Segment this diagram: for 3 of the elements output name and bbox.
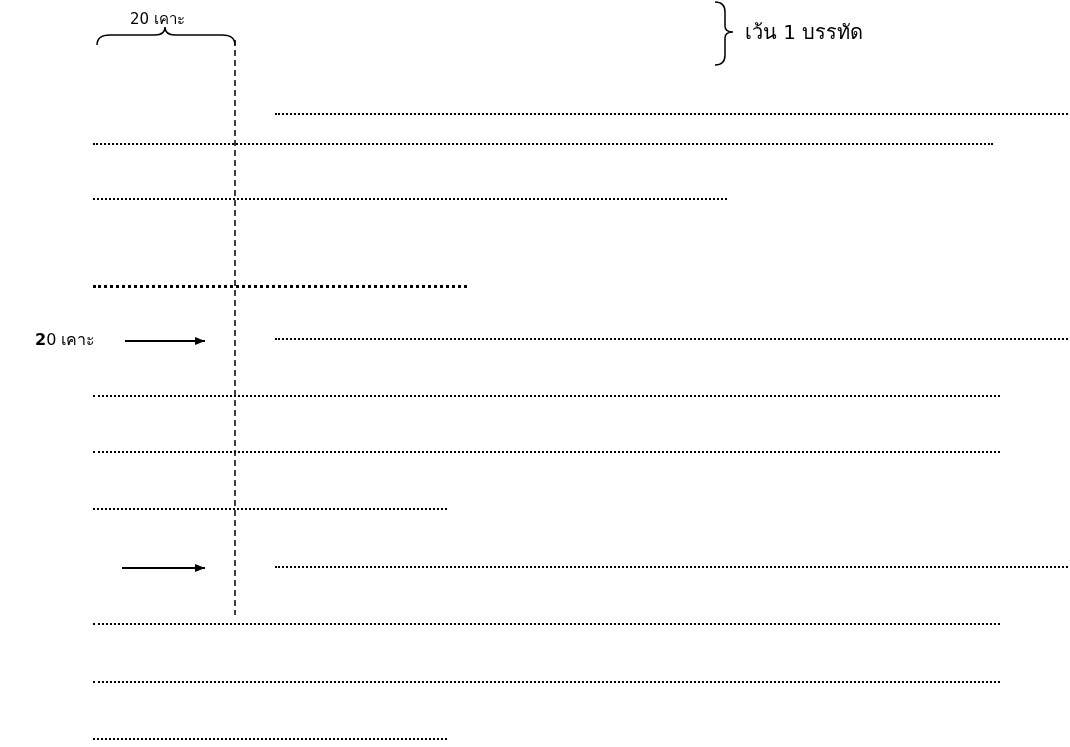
annotation-text: 20 เคาะ <box>130 10 185 28</box>
annotation-text: 20 เคาะ <box>35 330 96 350</box>
annotation-text: เว้น 1 บรรทัด <box>745 20 864 44</box>
